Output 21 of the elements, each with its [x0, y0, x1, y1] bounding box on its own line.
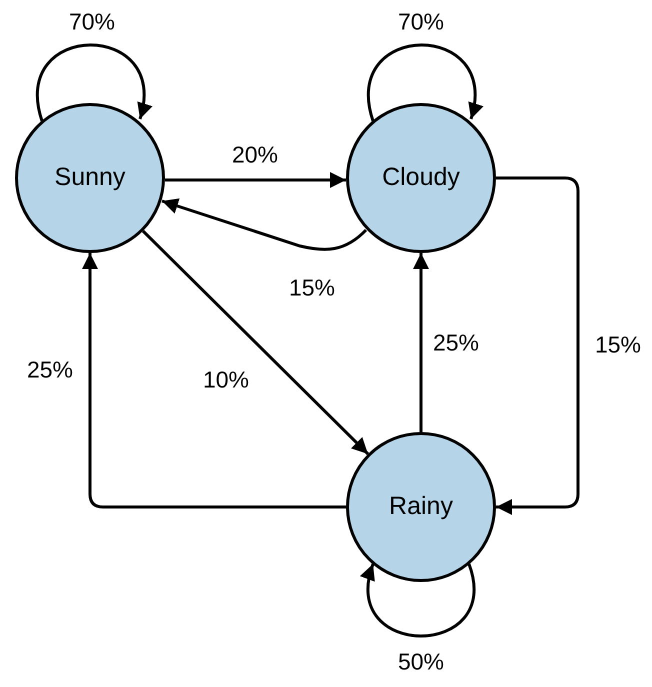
arrow — [36, 44, 151, 122]
edge-label: 50% — [398, 650, 444, 674]
arrow — [413, 253, 429, 432]
edge-label: 15% — [594, 334, 642, 356]
arrow — [82, 253, 346, 508]
arrow — [142, 230, 370, 456]
arrow — [162, 198, 368, 251]
edge-label: 70% — [68, 10, 116, 34]
arrow — [362, 564, 476, 638]
state-label: Rainy — [389, 491, 453, 522]
arrow — [165, 172, 346, 188]
edge-label: 10% — [202, 368, 250, 392]
state-label: Sunny — [54, 162, 126, 194]
edge-label: 20% — [232, 144, 278, 166]
arrow — [496, 176, 580, 515]
edge-label: 25% — [432, 332, 480, 354]
edge-label: 15% — [288, 276, 336, 300]
state-label: Cloudy — [382, 162, 460, 194]
arrow — [367, 44, 482, 122]
edge-label: 25% — [26, 358, 74, 382]
edge-label: 70% — [398, 10, 444, 34]
